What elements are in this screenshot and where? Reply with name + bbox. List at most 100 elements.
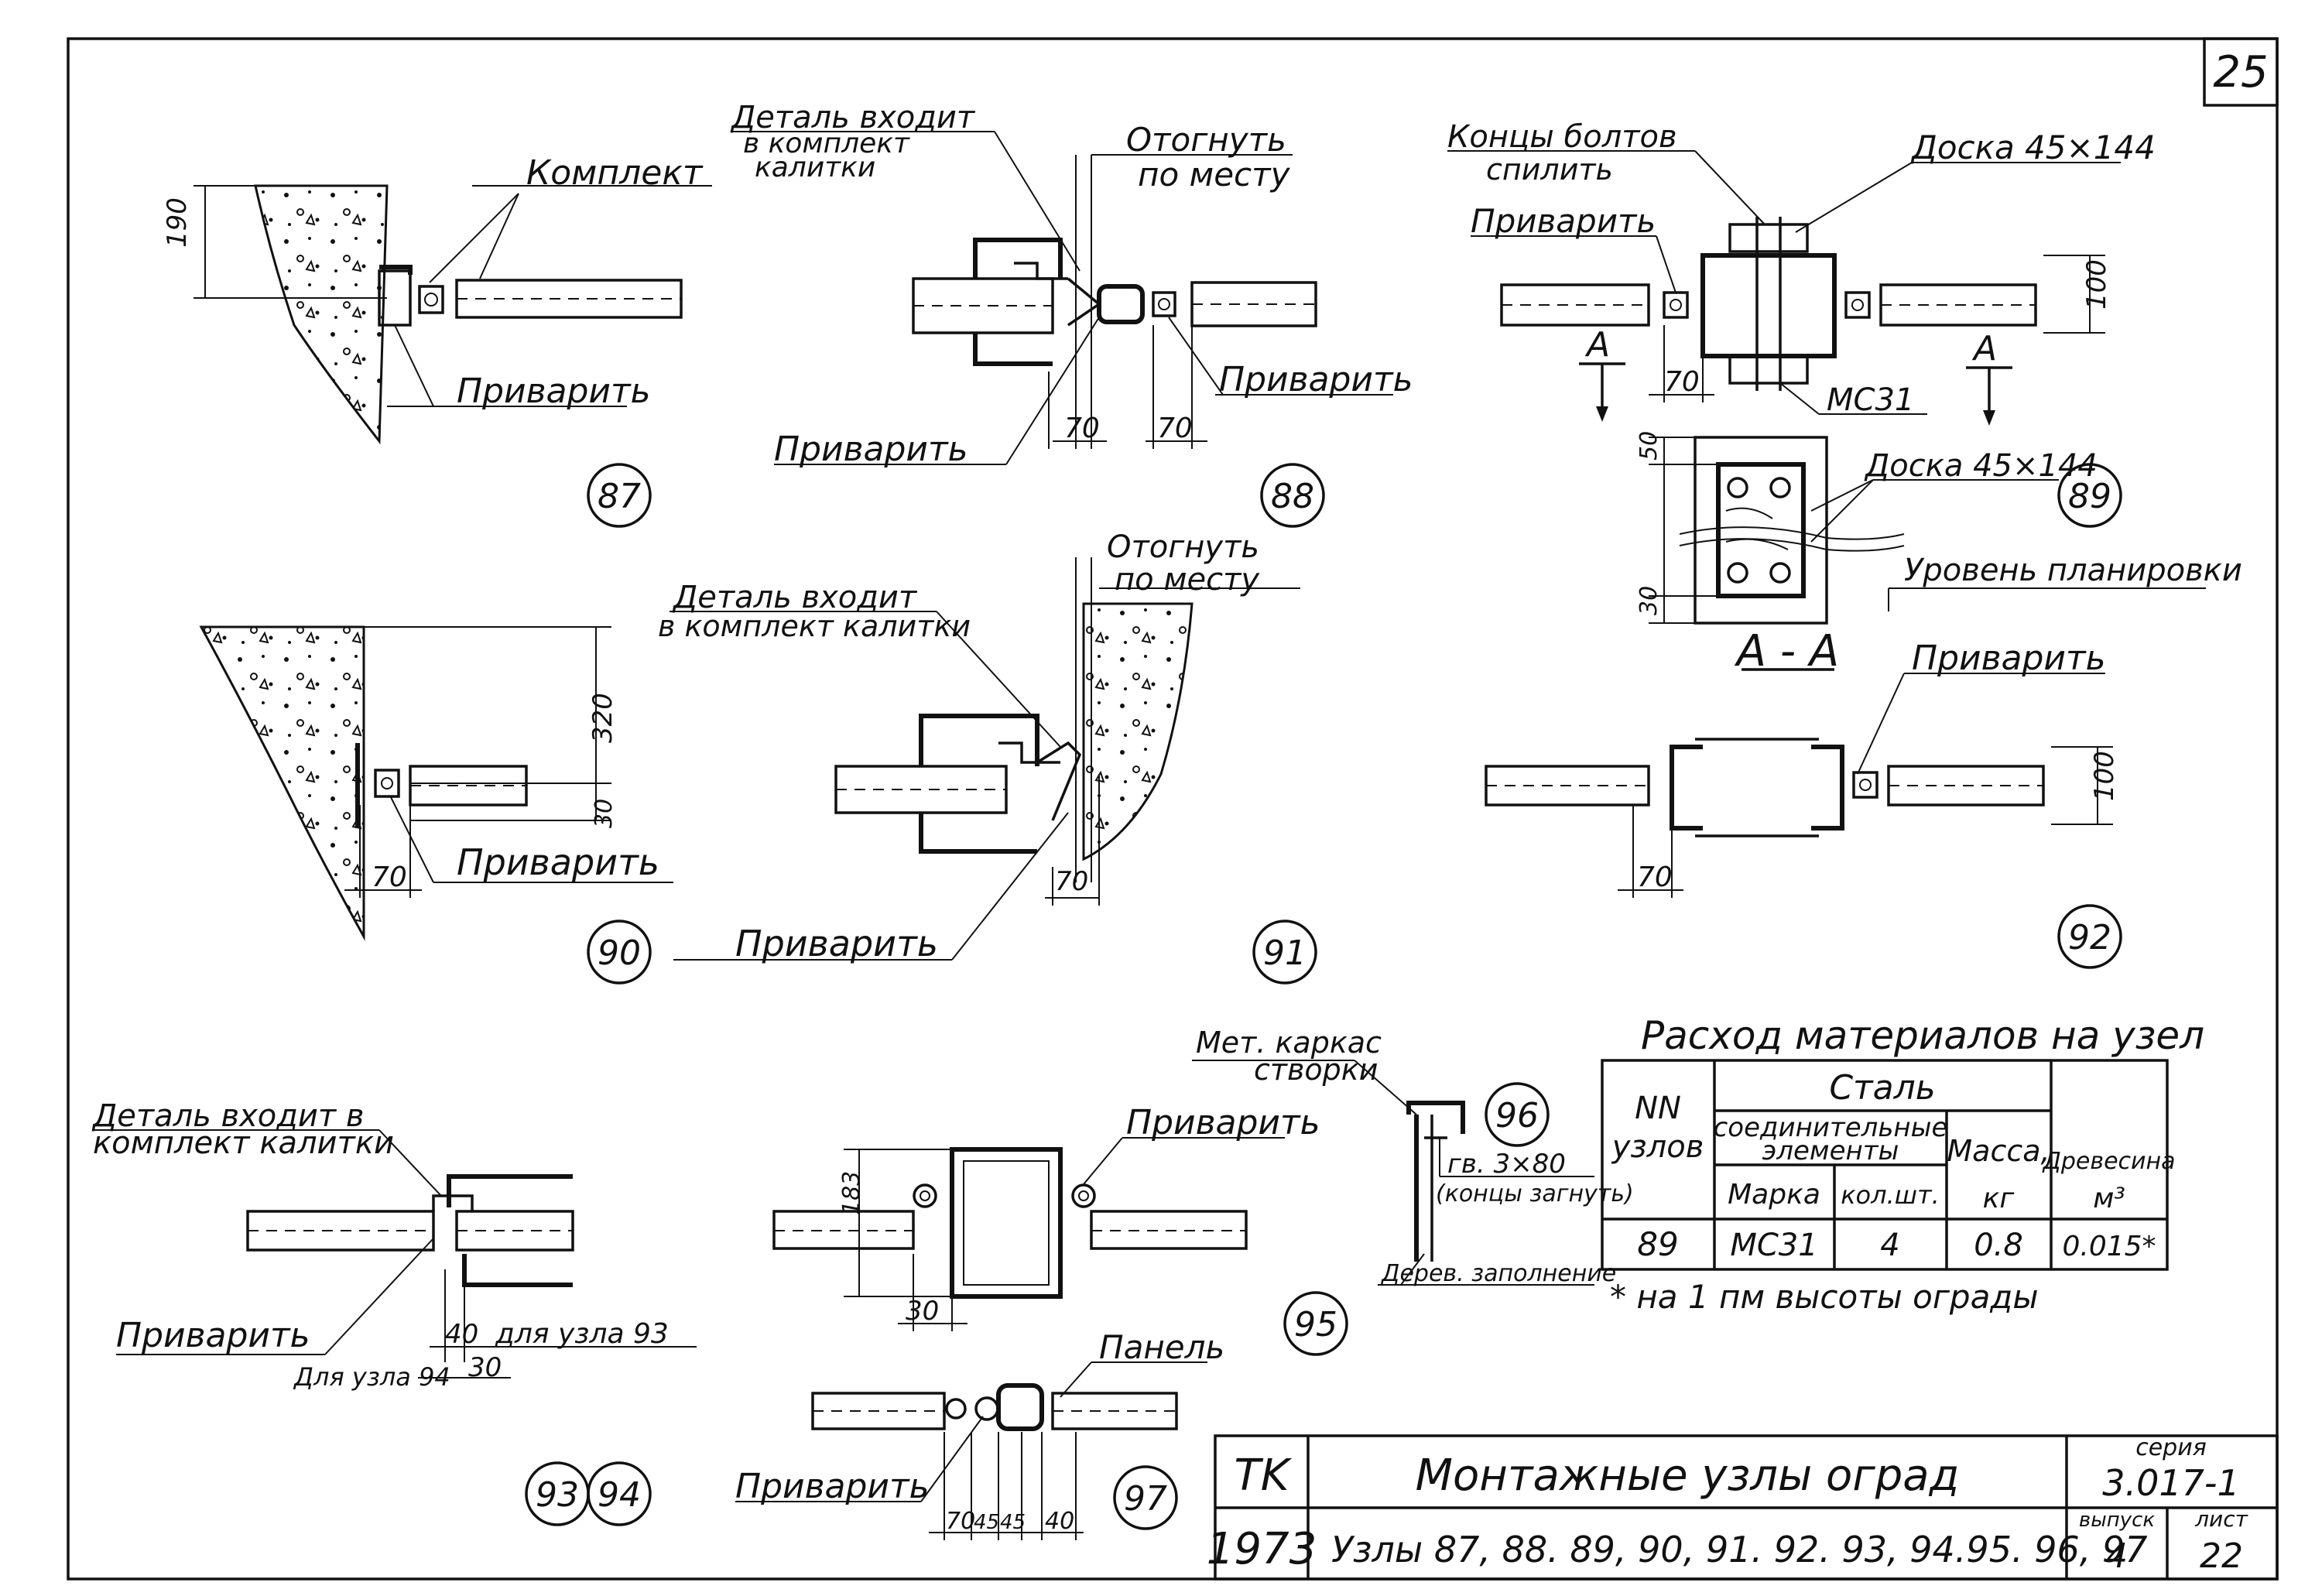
label-doska-89: Доска 45×144 [1910, 128, 2156, 166]
dim-30-94: 30 [468, 1352, 502, 1383]
dim-30-90: 30 [591, 799, 618, 828]
node-88-drawing [731, 131, 1393, 528]
label-privarit-92: Приварить [1912, 639, 2106, 678]
td-massa: 0.8 [1974, 1228, 2023, 1263]
label-detal-93-b: комплект калитки [93, 1125, 394, 1161]
section-aa-drawing [1649, 436, 2206, 671]
th-kol: кол.шт. [1841, 1180, 1940, 1210]
dim-45-97b: 45 [1000, 1511, 1026, 1534]
dim-50-aa: 50 [1635, 431, 1663, 461]
table-note: * на 1 пм высоты ограды [1610, 1278, 2039, 1316]
sheet-frame [67, 37, 2279, 1581]
td-uzel: 89 [1637, 1225, 1678, 1263]
dim-70-89: 70 [1664, 366, 1700, 398]
label-detal-91-b: в комплект калитки [658, 609, 971, 643]
th-kg: кг [1983, 1183, 2015, 1214]
th-drev: Древесина [2041, 1148, 2175, 1175]
label-detal-88-a: Деталь входит [730, 100, 976, 135]
node-92-drawing [1485, 673, 2122, 969]
dim-70-90: 70 [372, 861, 407, 893]
label-privarit-89: Приварить [1471, 202, 1656, 240]
node-87-badge: 87 [598, 477, 641, 516]
node-88-badge: 88 [1271, 477, 1314, 516]
label-privarit-88-left: Приварить [774, 430, 968, 469]
title-subtitle: Узлы 87, 88. 89, 90, 91. 92. 93, 94.95. … [1331, 1529, 2148, 1570]
sheet-number: 25 [2213, 47, 2268, 98]
td-marka: МС31 [1730, 1228, 1817, 1263]
dim-30-95: 30 [906, 1296, 939, 1327]
dim-70-97: 70 [946, 1508, 975, 1535]
node-90-badge: 90 [598, 933, 641, 973]
dim-70-92: 70 [1637, 861, 1673, 893]
dim-70-91: 70 [1055, 866, 1088, 897]
th-nn: NN [1635, 1091, 1681, 1126]
label-otognut-91-b: по месту [1115, 562, 1260, 598]
series-value: 3.017-1 [2102, 1462, 2240, 1504]
label-derev: Дерев. заполнение [1380, 1260, 1616, 1287]
node-95-drawing [772, 1137, 1348, 1356]
dim-40-97: 40 [1045, 1508, 1074, 1535]
node-96-badge: 96 [1495, 1096, 1539, 1135]
th-m3: м³ [2093, 1183, 2125, 1214]
node-95-badge: 95 [1294, 1305, 1337, 1344]
th-massa: Масса, [1947, 1134, 2050, 1168]
node-93-94-drawing [93, 1129, 697, 1526]
section-mark-left: А [1584, 325, 1610, 365]
label-gv-a: гв. 3×80 [1447, 1149, 1566, 1180]
label-privarit-87: Приварить [457, 372, 651, 411]
label-privarit-90: Приварить [457, 841, 659, 883]
th-soed: соединительные [1714, 1112, 1948, 1143]
title-block [1214, 1434, 2279, 1581]
label-mc31-89: МС31 [1827, 382, 1914, 418]
label-panel: Панель [1099, 1328, 1224, 1366]
list-value: 22 [2200, 1536, 2243, 1576]
label-doska-aa: Доска 45×144 [1864, 448, 2098, 484]
dim-70-88b: 70 [1157, 413, 1193, 444]
dim-320: 320 [587, 693, 618, 743]
dim-190: 190 [162, 197, 193, 248]
node-97-drawing [735, 1361, 1207, 1540]
title-year: 1973 [1207, 1524, 1317, 1574]
label-detal-88-c: калитки [755, 152, 875, 183]
label-gv-b: (концы загнуть) [1436, 1180, 1634, 1207]
label-privarit-95: Приварить [1126, 1103, 1320, 1142]
node-89-badge: 89 [2068, 477, 2111, 516]
label-met-karkas-b: створки [1254, 1053, 1378, 1087]
label-detal-88-b: в комплект [743, 128, 910, 159]
dim-100-92: 100 [2089, 751, 2120, 801]
materials-table: Расход материалов на узел NN узлов Сталь… [1601, 1013, 2204, 1316]
label-detal-91-a: Деталь входит [672, 580, 918, 615]
label-otognut-91-a: Отогнуть [1107, 529, 1259, 565]
node-94-badge: 94 [598, 1475, 641, 1515]
label-komplekt: Комплект [526, 153, 704, 193]
table-caption: Расход материалов на узел [1641, 1013, 2204, 1058]
dim-183: 183 [838, 1171, 865, 1215]
dim-30-aa: 30 [1635, 586, 1663, 615]
section-mark-right: А [1971, 329, 1997, 368]
td-kol: 4 [1880, 1228, 1899, 1263]
label-otognut-88-b: по месту [1138, 156, 1291, 194]
th-elem: элементы [1762, 1135, 1899, 1166]
node-96-drawing [1192, 1060, 1594, 1286]
issue-label: выпуск [2079, 1509, 2156, 1532]
label-privarit-97: Приварить [735, 1467, 930, 1506]
node-90-drawing [199, 625, 952, 985]
node-93-badge: 93 [536, 1475, 579, 1515]
label-uroven: Уровень планировки [1904, 553, 2242, 588]
section-aa-title: А - А [1735, 626, 1839, 676]
label-privarit-88-right: Приварить [1219, 360, 1413, 399]
td-drev: 0.015* [2062, 1231, 2156, 1262]
label-privarit-93: Приварить [116, 1316, 310, 1355]
dim-100-89: 100 [2081, 259, 2112, 310]
label-dlya93: для узла 93 [495, 1318, 669, 1350]
node-87-drawing [194, 184, 712, 528]
series-label: серия [2135, 1434, 2207, 1461]
node-97-badge: 97 [1124, 1479, 1167, 1519]
label-detal-93-a: Деталь входит в [91, 1098, 365, 1134]
dim-70-88a: 70 [1064, 413, 1100, 444]
label-dlya94: Для узла 94 [293, 1362, 450, 1392]
label-privarit-91: Приварить [735, 923, 938, 964]
th-uzlov: узлов [1611, 1129, 1704, 1165]
node-92-badge: 92 [2068, 918, 2111, 957]
label-otognut-88-a: Отогнуть [1126, 121, 1286, 159]
